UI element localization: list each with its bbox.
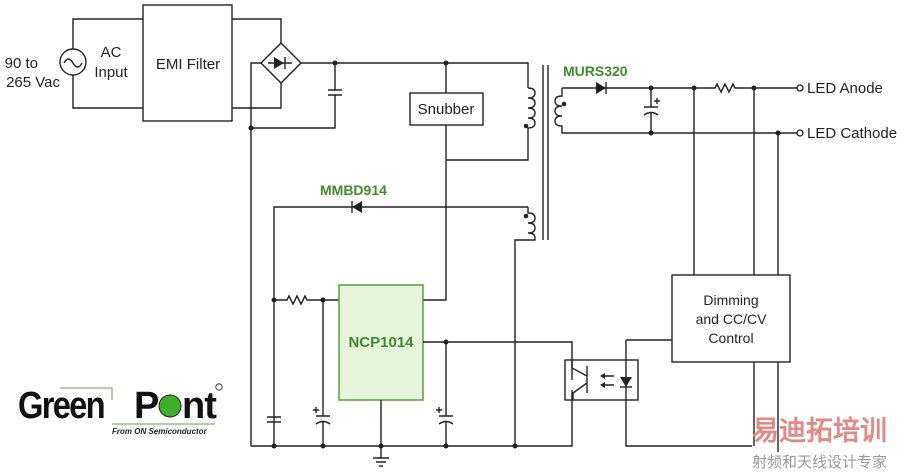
voltage-range-line2: 265 Vac	[6, 74, 60, 91]
led-cathode-label: LED Cathode	[807, 125, 897, 142]
plus-icon	[654, 98, 660, 104]
transformer-icon	[514, 65, 567, 446]
ground-icon	[373, 457, 389, 467]
aux-diode-icon	[351, 201, 362, 213]
watermark: 易迪拓培训 射频和天线设计专家	[752, 416, 887, 471]
svg-text:nt: nt	[182, 385, 217, 427]
control-label-3: Control	[708, 330, 753, 346]
dimming-control-block	[671, 274, 791, 363]
ac-source-icon	[59, 48, 87, 76]
registered-mark-icon	[215, 383, 223, 391]
svg-text:射频和天线设计专家: 射频和天线设计专家	[752, 453, 887, 471]
emi-filter-block	[142, 4, 233, 122]
capacitor-icon	[267, 416, 281, 423]
junction-dots	[271, 443, 518, 449]
ac-input-label-2: Input	[94, 64, 128, 81]
voltage-range-line1: 90 to	[5, 55, 38, 72]
plus-icon	[313, 407, 319, 413]
output-diode-icon	[596, 82, 607, 94]
control-label-2: and CC/CV	[696, 311, 767, 327]
output-capacitor-icon	[643, 88, 660, 133]
snubber-label: Snubber	[418, 101, 475, 118]
ac-input-label-1: AC	[101, 44, 122, 61]
bulk-capacitor-icon	[251, 63, 342, 129]
svg-text:P: P	[134, 385, 159, 427]
plus-icon	[436, 407, 442, 413]
svg-text:Green: Green	[18, 384, 104, 427]
aux-diode-label: MMBD914	[320, 182, 387, 198]
svg-text:易迪拓培训: 易迪拓培训	[752, 416, 887, 447]
greenpoint-logo: Green P nt From ON Semiconductor	[18, 383, 223, 436]
led-anode-label: LED Anode	[807, 80, 883, 97]
led-cathode-terminal	[796, 129, 804, 137]
control-label-1: Dimming	[703, 292, 758, 308]
led-anode-terminal	[796, 84, 804, 92]
emi-filter-label: EMI Filter	[156, 56, 220, 73]
electrolytic-capacitor-icon	[436, 342, 454, 446]
resistor-icon	[274, 294, 339, 306]
ncp1014-label: NCP1014	[348, 334, 414, 351]
logo-tagline: From ON Semiconductor	[112, 427, 208, 436]
output-diode-label: MURS320	[563, 63, 628, 79]
optocoupler-icon	[564, 340, 639, 401]
bridge-rectifier-icon	[260, 42, 302, 84]
electrolytic-capacitor-icon	[313, 300, 331, 446]
